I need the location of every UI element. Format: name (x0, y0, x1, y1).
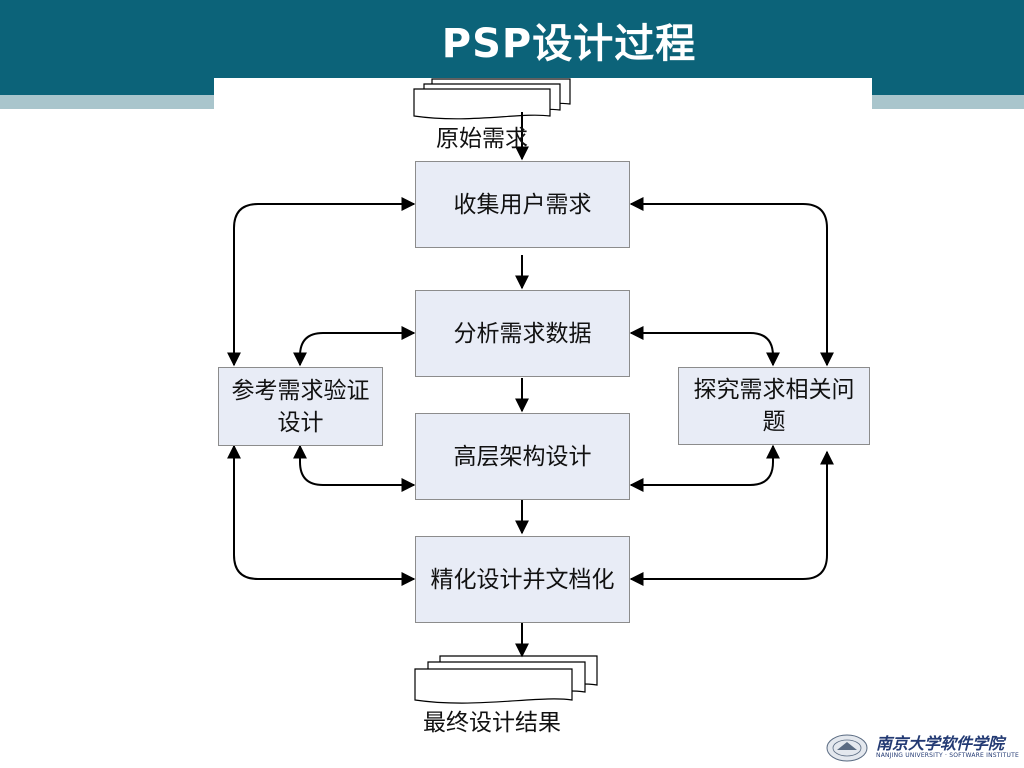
step-analyze-requirements: 分析需求数据 (415, 290, 630, 377)
input-document-icon (413, 78, 571, 120)
connector-explore-analyze (629, 326, 780, 367)
logo-subtitle: NANJING UNIVERSITY · SOFTWARE INSTITUTE (876, 752, 1019, 759)
side-box-explore-issues: 探究需求相关问题 (678, 367, 870, 445)
connector-explore-refine (629, 450, 834, 586)
output-document-label: 最终设计结果 (423, 710, 561, 736)
connector-explore-highlevel (629, 444, 780, 492)
connector-verify-refine (227, 444, 416, 586)
step-refine-and-document: 精化设计并文档化 (415, 536, 630, 623)
input-document-label: 原始需求 (436, 126, 528, 152)
connector-verify-analyze (293, 326, 416, 367)
connector-verify-collect (227, 197, 416, 367)
logo-name: 南京大学软件学院 (876, 734, 1005, 753)
step-high-level-design: 高层架构设计 (415, 413, 630, 500)
connector-verify-highlevel (293, 444, 416, 492)
connector-explore-collect (629, 197, 834, 367)
step-collect-requirements: 收集用户需求 (415, 161, 630, 248)
side-box-verify-design: 参考需求验证设计 (218, 367, 383, 446)
output-document-icon (414, 655, 598, 704)
slide-title: PSP设计过程 (441, 21, 697, 67)
university-logo: 南京大学软件学院 NANJING UNIVERSITY · SOFTWARE I… (826, 728, 1019, 766)
university-seal-icon (826, 734, 868, 762)
